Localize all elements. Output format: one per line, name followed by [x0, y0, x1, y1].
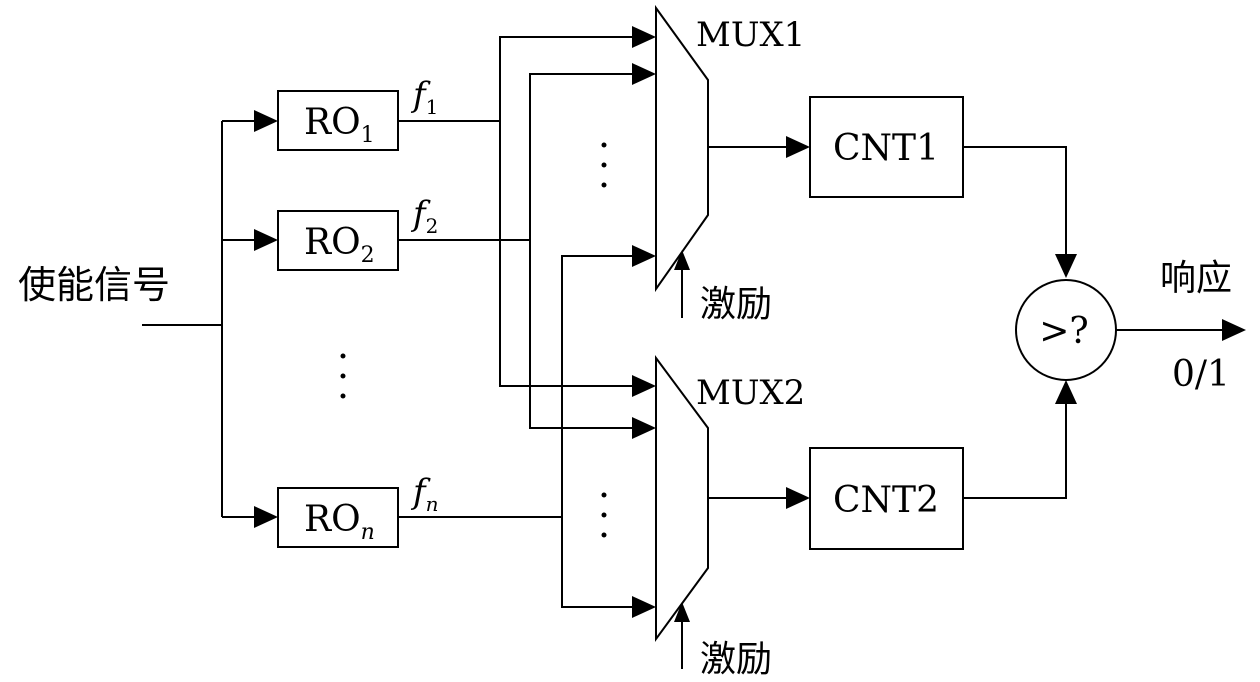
response-output: [1116, 319, 1246, 341]
freq-label-1: f1: [410, 75, 438, 119]
ro-n-name: RO: [304, 499, 361, 540]
ro-block-n: ROn: [277, 487, 399, 548]
comparator-label: >?: [1039, 311, 1088, 352]
mux-2-label: MUX2: [696, 373, 805, 413]
counter-2: CNT2: [809, 447, 964, 550]
ro-1-name: RO: [304, 102, 361, 143]
counter-to-comparator-wires: [963, 146, 1077, 499]
output-value-label: 0/1: [1172, 354, 1230, 395]
counter-1-label: CNT1: [833, 128, 939, 169]
mux-1-label: MUX1: [696, 15, 805, 55]
freq-label-2: f2: [410, 194, 438, 238]
svg-text:RO2: RO2: [304, 222, 375, 268]
excite-label-1: 激励: [700, 284, 772, 325]
counter-1: CNT1: [809, 96, 964, 198]
svg-text:ROn: ROn: [304, 499, 375, 545]
svg-text:RO1: RO1: [304, 102, 375, 148]
enable-signal-label: 使能信号: [18, 263, 170, 307]
ro-output-wires: [398, 26, 656, 618]
ro-block-2: RO2: [277, 210, 399, 271]
ro-ellipsis: [340, 353, 346, 399]
enable-signal-wires: [142, 110, 278, 528]
mux-1: [601, 4, 709, 293]
mux-2-excite: [674, 602, 690, 669]
ro-2-subscript: 2: [361, 243, 375, 268]
response-label: 响应: [1160, 258, 1232, 299]
mux-1-excite: [674, 250, 690, 318]
ro-2-name: RO: [304, 222, 361, 263]
ro-n-subscript: n: [361, 520, 375, 545]
excite-label-2: 激励: [700, 639, 772, 680]
mux-to-counter-wires: [708, 136, 810, 509]
ro-block-1: RO1: [277, 90, 399, 151]
comparator: >?: [1015, 279, 1117, 381]
ro-1-subscript: 1: [361, 123, 375, 148]
counter-2-label: CNT2: [833, 480, 939, 521]
freq-label-n: fn: [410, 472, 438, 516]
mux-2: [601, 354, 709, 643]
